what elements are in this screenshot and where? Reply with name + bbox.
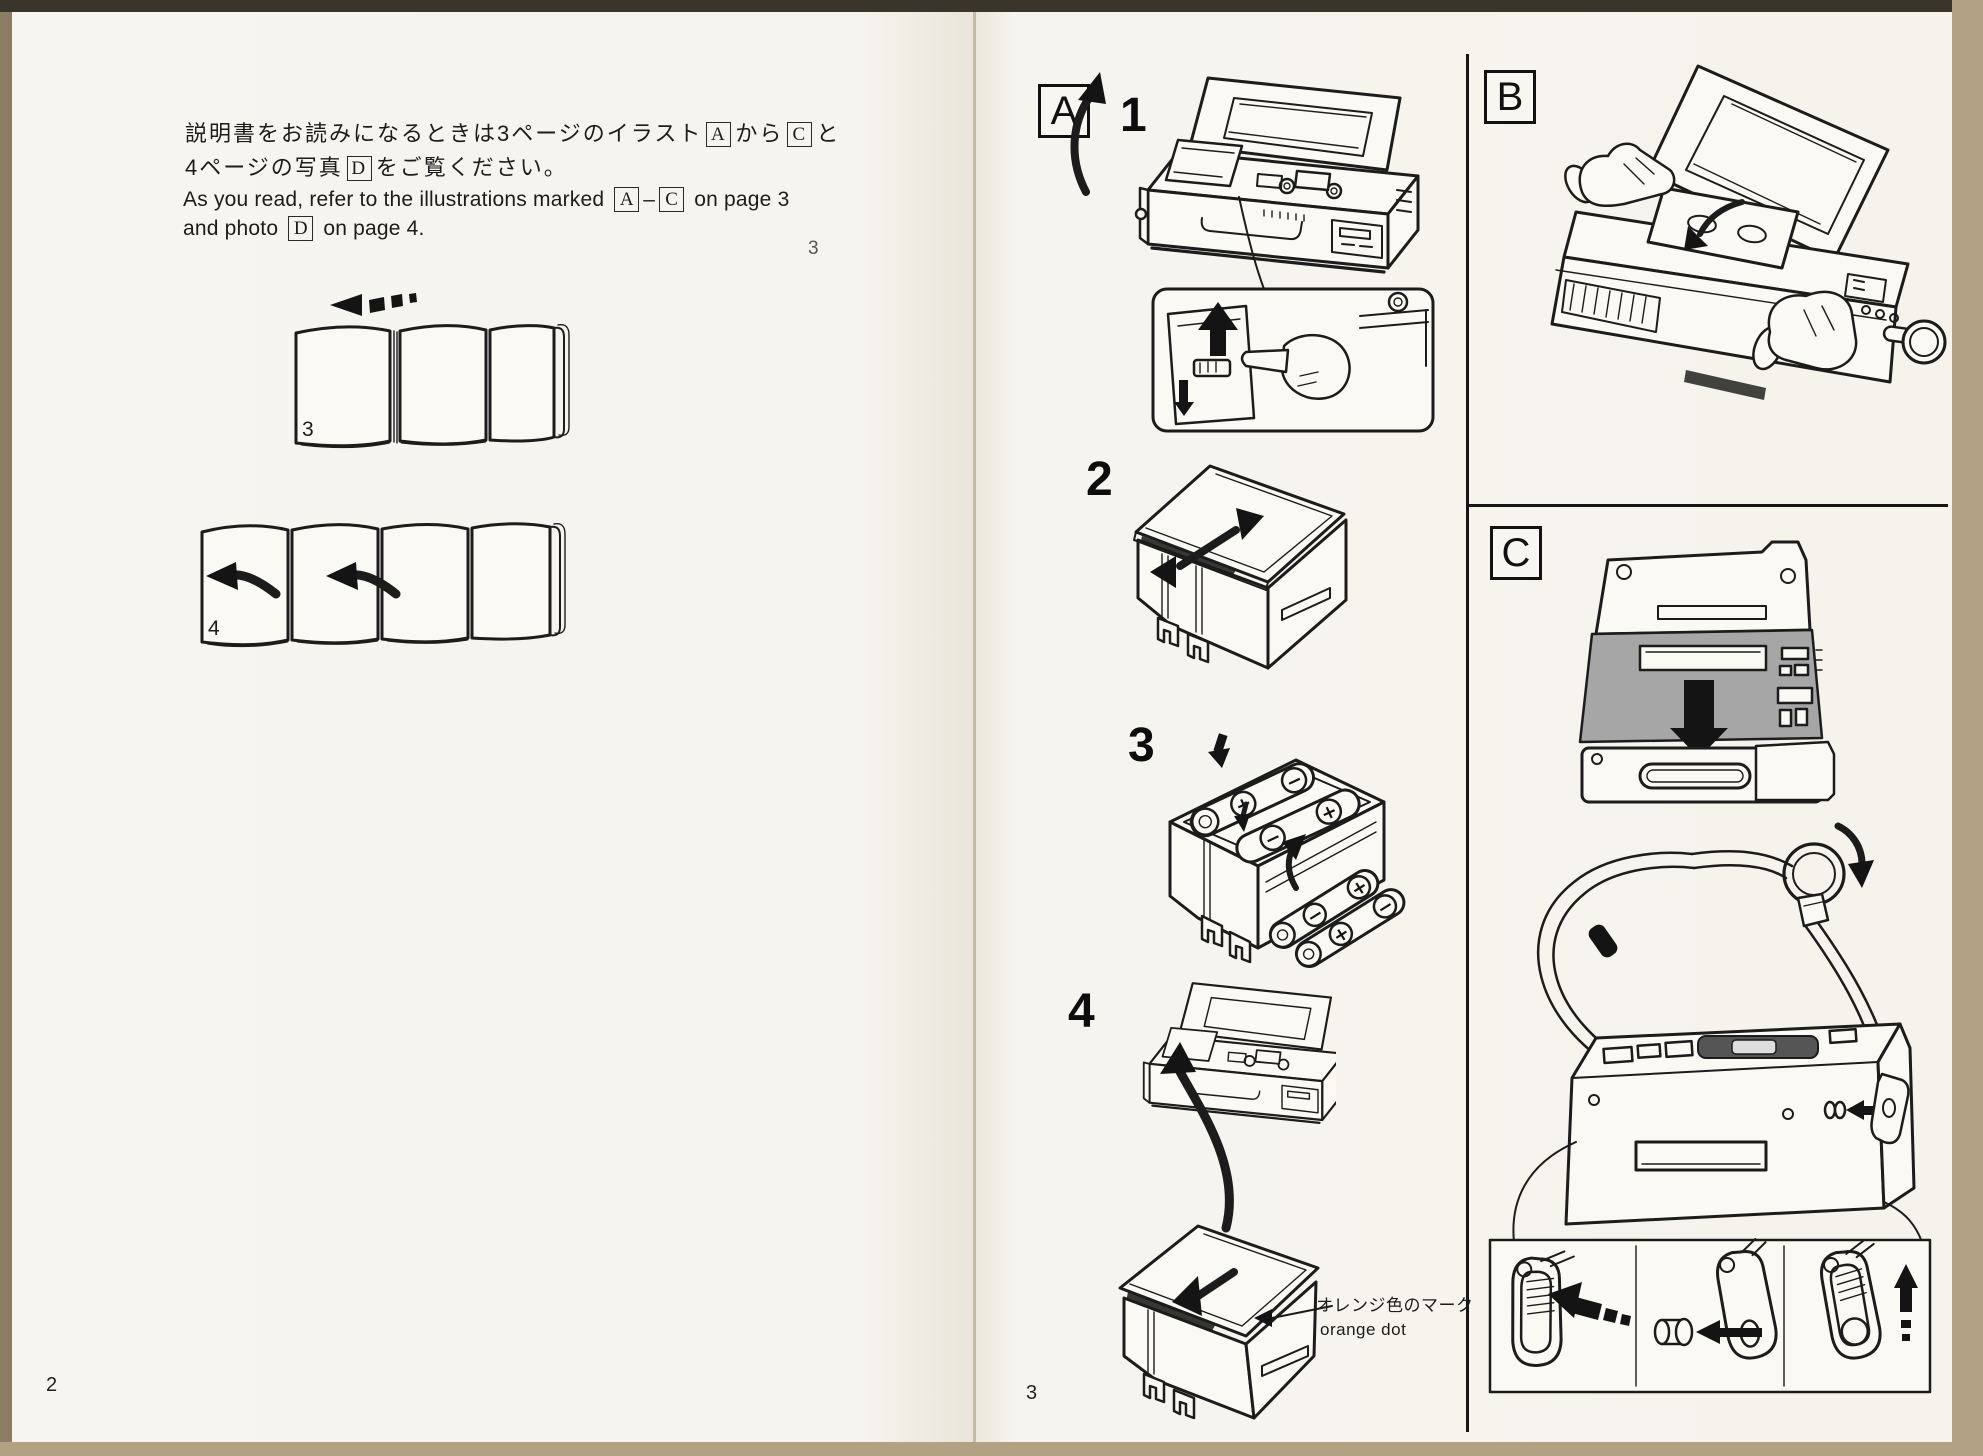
foldout-diagram-page4-illustration: 4	[200, 522, 566, 648]
toward-holder-curved-arrow-icon	[1282, 834, 1306, 891]
jp-line1-mid: から	[735, 121, 784, 146]
clip-closeup-inset	[1488, 1237, 1932, 1394]
boxed-ref-d-jp: D	[346, 156, 372, 181]
panel-c-shoulder-strap-illustration	[1512, 822, 1923, 1242]
step3-insert-batteries-illustration: + − − + − + + −	[1168, 733, 1406, 969]
jp-line2-text: 4ページの写真	[185, 155, 343, 180]
step2-battery-case-illustration	[1133, 464, 1348, 670]
panel-label-a: A	[1038, 84, 1090, 138]
shoulder-strap	[1537, 850, 1894, 1076]
foldout-page3-number: 3	[302, 418, 314, 441]
panel-c-attach-case-illustration	[1578, 540, 1836, 804]
en-line2-end: on page 4.	[323, 217, 425, 240]
inset-leader-curves	[1512, 1141, 1923, 1242]
press-in-arrow-icon	[1548, 1282, 1631, 1326]
panel-b-insert-cassette-illustration	[1550, 64, 1947, 400]
step-number-1: 1	[1120, 89, 1147, 142]
step-number-2: 2	[1086, 453, 1113, 506]
cassette-recorder-open	[1142, 982, 1336, 1125]
intro-text-english-line2: and photo D on page 4.	[183, 216, 425, 241]
attach-down-arrow-icon	[1670, 680, 1728, 758]
panel-divider-vertical	[1466, 54, 1469, 1432]
panel-label-b: B	[1484, 70, 1536, 124]
scan-edge-bottom	[0, 1442, 1983, 1456]
jp-line2-end: をご覧ください。	[375, 155, 568, 180]
strap-loop	[1782, 842, 1846, 928]
lift-lid-up-arrow-icon	[1070, 72, 1106, 196]
battery-in-holder-front: + −	[1189, 762, 1316, 838]
left-hand-illustration	[1564, 142, 1676, 208]
insert-small-arrow-icon	[1234, 801, 1250, 832]
battery-holder	[1168, 758, 1386, 964]
step1-open-lid-illustration	[1070, 72, 1435, 433]
close-lid-arrow-icon	[1172, 1268, 1238, 1316]
page-gutter-fold	[973, 10, 976, 1444]
en-line1-end: on page 3	[694, 188, 790, 211]
foldout-panels	[294, 324, 570, 449]
recorder-in-case	[1564, 1022, 1916, 1226]
recorder-lid-top-view	[1594, 540, 1812, 636]
scan-edge-left	[0, 0, 12, 1456]
en-line2-text: and photo	[183, 217, 279, 240]
scan-edge-top	[0, 0, 1983, 12]
slide-lid-double-arrow-icon	[1150, 508, 1264, 588]
pin-left-arrow-icon	[1696, 1320, 1762, 1344]
curved-left-arrow-icon	[326, 562, 401, 599]
curved-left-arrow-icon	[206, 562, 281, 599]
jp-line1-end: と	[816, 121, 841, 146]
insert-cassette-arrow-icon	[1684, 199, 1745, 250]
page-number-2: 2	[46, 1374, 58, 1396]
right-hand-illustration	[1752, 290, 1858, 371]
step4-remove-battery-case-illustration	[1118, 982, 1336, 1420]
clip-release-illustration	[1820, 1239, 1882, 1360]
pin-stud-illustration	[1653, 1317, 1694, 1347]
foldout-panels	[200, 522, 566, 648]
insert-down-arrow-icon	[1208, 733, 1230, 768]
carrying-case-base	[1580, 740, 1836, 804]
cassette-recorder-open	[1134, 76, 1420, 274]
panel-label-c: C	[1490, 526, 1542, 580]
bleedthrough-mark: 3	[808, 238, 819, 259]
battery-in-holder-rear: − +	[1235, 788, 1361, 864]
en-dash: –	[643, 188, 656, 211]
orange-dot-label-jp: オレンジ色のマーク	[1316, 1296, 1474, 1315]
scan-edge-right	[1952, 0, 1983, 1456]
page-number-3: 3	[1026, 1382, 1038, 1404]
boxed-ref-c-en: C	[659, 187, 685, 212]
strap-end-clip	[1870, 1072, 1910, 1145]
loop-rotate-arrow-icon	[1834, 822, 1874, 888]
dashed-left-arrow-icon	[330, 293, 417, 316]
step-number-4: 4	[1068, 985, 1095, 1038]
boxed-ref-c-jp: C	[787, 122, 813, 147]
clip-attach-illustration	[1511, 1250, 1575, 1367]
loose-batteries-pair: − + + −	[1268, 869, 1406, 969]
inset-leader-line	[1238, 196, 1265, 290]
manual-page-2	[12, 10, 974, 1444]
slide-cover-up-arrow-icon	[1198, 302, 1238, 356]
en-line1-text: As you read, refer to the illustrations …	[183, 188, 605, 211]
intro-text-english-line1: As you read, refer to the illustrations …	[183, 187, 789, 212]
foldout-page4-number: 4	[208, 617, 220, 640]
jp-line1-text: 説明書をお読みになるときは3ページのイラスト	[185, 121, 703, 146]
boxed-ref-a-en: A	[614, 187, 640, 212]
panel-divider-horizontal	[1466, 504, 1948, 507]
pressing-hand-illustration	[1240, 333, 1351, 400]
boxed-ref-a-jp: A	[706, 122, 732, 147]
orange-dot-label-en: orange dot	[1320, 1320, 1407, 1339]
slide-up-arrow-icon	[1894, 1264, 1918, 1341]
foldout-diagram-page3-illustration: 3	[294, 293, 570, 449]
battery-case-with-orange-dot	[1118, 1224, 1333, 1420]
latch-closeup-inset	[1151, 287, 1435, 433]
step-number-3: 3	[1128, 719, 1155, 772]
strap-pin	[1823, 1100, 1847, 1120]
deck-edge-lines	[1359, 309, 1429, 367]
boxed-ref-d-en: D	[288, 216, 314, 241]
remove-case-curved-arrow-icon	[1160, 1042, 1234, 1233]
latch-down-arrow-icon	[1174, 380, 1194, 416]
cassette-tape	[1646, 186, 1800, 270]
orange-dot-pointer	[1254, 1305, 1333, 1327]
